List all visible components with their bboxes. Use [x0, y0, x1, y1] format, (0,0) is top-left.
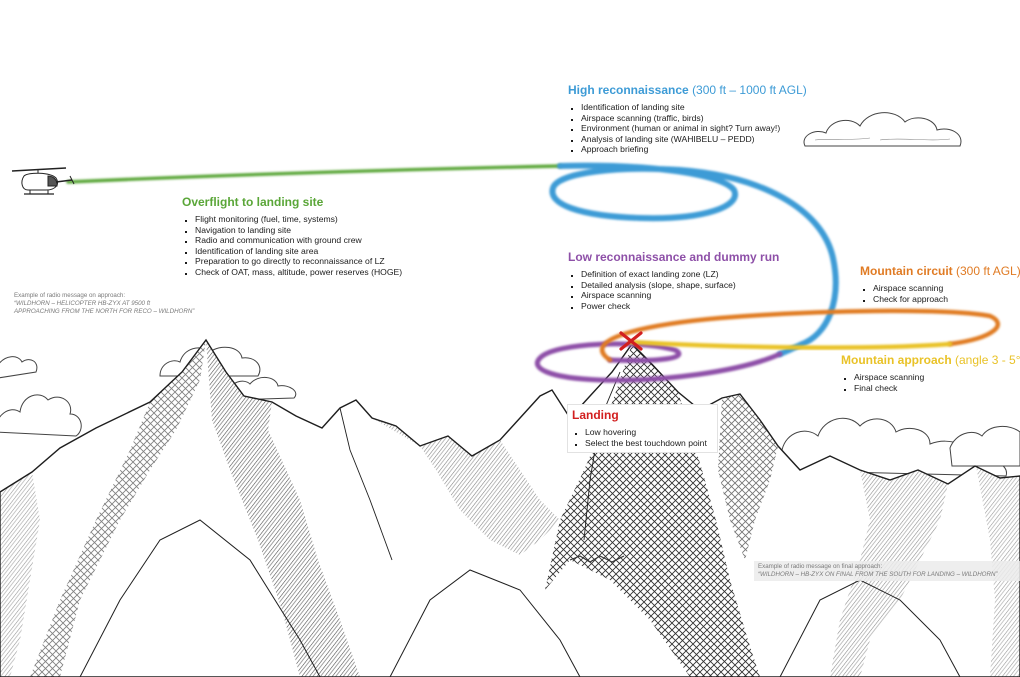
radio-note-final-label: Example of radio message on final approa… — [758, 563, 883, 570]
helicopter-icon — [11, 167, 75, 195]
mountain-approach-title: Mountain approach — [841, 353, 952, 367]
overflight-heading: Overflight to landing site — [182, 195, 402, 209]
list-item: Airspace scanning — [581, 290, 779, 301]
mountain-circuit-list: Airspace scanning Check for approach — [860, 283, 1020, 304]
list-item: Analysis of landing site (WAHIBELU – PED… — [581, 134, 807, 145]
list-item: Approach briefing — [581, 144, 807, 155]
radio-note-final-line: “WILDHORN – HB-ZYX ON FINAL FROM THE SOU… — [758, 571, 998, 579]
landing-block: Landing Low hovering Select the best tou… — [567, 404, 718, 454]
mountain-approach-path — [627, 339, 953, 350]
high-recon-title: High reconnaissance — [568, 83, 689, 97]
mountain-circuit-block: Mountain circuit (300 ft AGL) Airspace s… — [860, 264, 1020, 304]
mountain-circuit-subtitle: (300 ft AGL) — [956, 264, 1020, 278]
low-recon-list: Definition of exact landing zone (LZ) De… — [568, 269, 779, 311]
landing-list: Low hovering Select the best touchdown p… — [572, 427, 707, 448]
landing-title: Landing — [572, 408, 619, 422]
radio-note-final: Example of radio message on final approa… — [754, 561, 1020, 582]
radio-note-approach-label: Example of radio message on approach: — [14, 292, 126, 299]
list-item: Definition of exact landing zone (LZ) — [581, 269, 779, 280]
overflight-list: Flight monitoring (fuel, time, systems) … — [182, 214, 402, 278]
list-item: Environment (human or animal in sight? T… — [581, 123, 807, 134]
list-item: Low hovering — [585, 427, 707, 438]
high-recon-block: High reconnaissance (300 ft – 1000 ft AG… — [568, 83, 807, 155]
list-item: Detailed analysis (slope, shape, surface… — [581, 280, 779, 291]
list-item: Select the best touchdown point — [585, 438, 707, 449]
mountain-approach-block: Mountain approach (angle 3 - 5°) Airspac… — [841, 353, 1020, 393]
cloud-left — [0, 356, 82, 437]
low-recon-block: Low reconnaissance and dummy run Definit… — [568, 250, 779, 311]
list-item: Final check — [854, 383, 1020, 394]
low-recon-heading: Low reconnaissance and dummy run — [568, 250, 779, 264]
overflight-block: Overflight to landing site Flight monito… — [182, 195, 402, 278]
landing-cross-icon — [619, 331, 643, 351]
list-item: Airspace scanning — [854, 372, 1020, 383]
mountain-approach-list: Airspace scanning Final check — [841, 372, 1020, 393]
low-recon-title: Low reconnaissance and dummy run — [568, 250, 780, 264]
radio-note-approach-line: APPROACHING FROM THE NORTH FOR RECO – WI… — [14, 308, 195, 316]
mountain-range — [0, 338, 1020, 677]
high-recon-path — [549, 162, 839, 357]
landing-heading: Landing — [572, 408, 707, 422]
high-recon-heading: High reconnaissance (300 ft – 1000 ft AG… — [568, 83, 807, 97]
list-item: Flight monitoring (fuel, time, systems) — [195, 214, 402, 225]
list-item: Identification of landing site area — [195, 246, 402, 257]
list-item: Power check — [581, 301, 779, 312]
list-item: Check of OAT, mass, altitude, power rese… — [195, 267, 402, 278]
list-item: Radio and communication with ground crew — [195, 235, 402, 246]
cloud-right — [803, 112, 962, 147]
overflight-title: Overflight to landing site — [182, 195, 324, 209]
list-item: Airspace scanning (traffic, birds) — [581, 113, 807, 124]
overflight-path — [66, 164, 562, 184]
radio-note-approach: Example of radio message on approach: “W… — [14, 292, 194, 317]
list-item: Navigation to landing site — [195, 225, 402, 236]
mountain-approach-subtitle: (angle 3 - 5°) — [955, 353, 1020, 367]
list-item: Airspace scanning — [873, 283, 1020, 294]
low-recon-path — [534, 341, 783, 383]
mountain-approach-heading: Mountain approach (angle 3 - 5°) — [841, 353, 1020, 367]
mountain-circuit-title: Mountain circuit — [860, 264, 953, 278]
mountain-circuit-heading: Mountain circuit (300 ft AGL) — [860, 264, 1020, 278]
list-item: Identification of landing site — [581, 102, 807, 113]
list-item: Check for approach — [873, 294, 1020, 305]
high-recon-subtitle: (300 ft – 1000 ft AGL) — [692, 83, 807, 97]
radio-note-approach-line: “WILDHORN – HELICOPTER HB-ZYX AT 9500 ft — [14, 300, 151, 308]
high-recon-list: Identification of landing site Airspace … — [568, 102, 807, 155]
list-item: Preparation to go directly to reconnaiss… — [195, 256, 402, 267]
